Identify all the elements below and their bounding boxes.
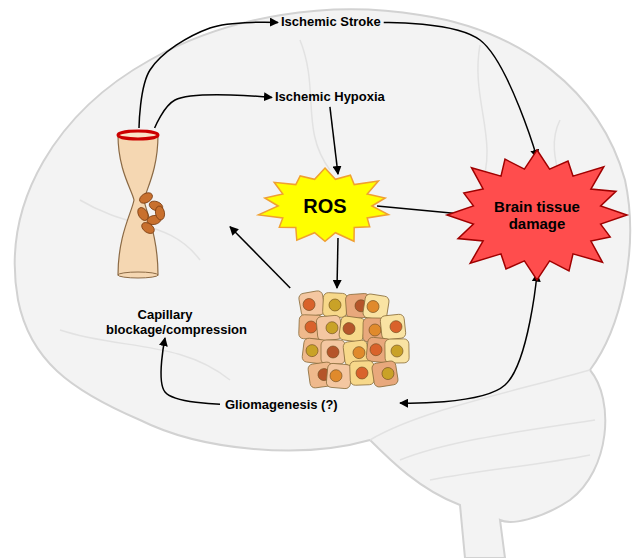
connector-arrow (139, 22, 278, 128)
glial-cell (338, 315, 365, 342)
star-label: Brain tissue damage (487, 198, 587, 233)
red-blood-cell (140, 220, 157, 235)
glial-cell (350, 361, 375, 386)
glial-cell (322, 292, 347, 317)
red-blood-cell (154, 205, 165, 220)
starburst-node: Brain tissue damage (447, 150, 627, 280)
capillary-illustration (118, 131, 166, 278)
connector-arrow (230, 227, 290, 288)
brain-outline (15, 9, 630, 558)
glial-cell (298, 290, 326, 318)
glial-cell (316, 315, 342, 341)
star-label: ROS (303, 195, 346, 218)
glial-cell (380, 314, 406, 340)
connector-arrow (330, 107, 338, 174)
glial-cell (326, 363, 352, 389)
label-node: Ischemic Stroke (278, 13, 384, 32)
starburst-node: ROS (260, 168, 390, 244)
connector-arrow (384, 22, 537, 157)
tumor-cells (298, 290, 409, 389)
node-label: Ischemic Stroke (281, 15, 381, 30)
star-outline (447, 150, 627, 280)
glial-cell (321, 340, 345, 364)
connector-arrow (400, 274, 537, 404)
node-label: Gliomagenesis (?) (225, 398, 338, 413)
connector-arrow (161, 338, 220, 404)
node-label: Ischemic Hypoxia (275, 90, 385, 105)
label-node: Ischemic Hypoxia (272, 88, 388, 107)
glial-cell (385, 339, 409, 363)
connector-arrow (155, 95, 272, 128)
connector-arrow (337, 238, 338, 288)
star-outline (259, 168, 389, 241)
illustrated-node: Capillary blockage/compression (100, 128, 230, 338)
illustrated-node: Gliomagenesis (?) (220, 288, 400, 413)
node-label: Capillary blockage/compression (106, 308, 224, 338)
glial-cell (371, 360, 398, 387)
